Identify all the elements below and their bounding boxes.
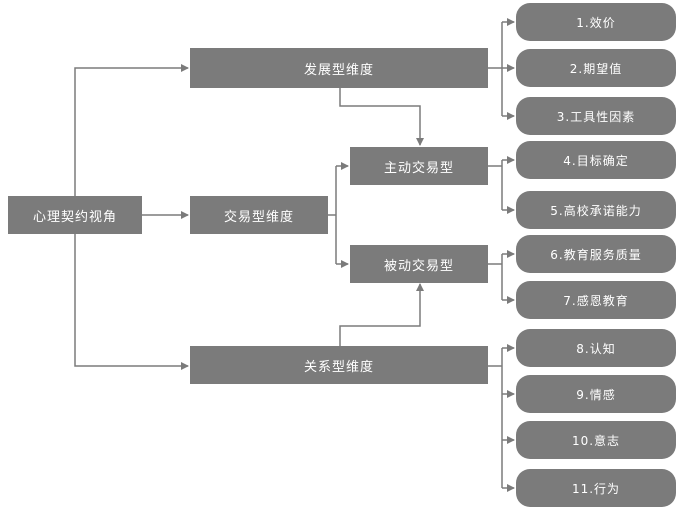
item-cognition: 8.认知 — [516, 329, 676, 367]
item-commitment-capability: 5.高校承诺能力 — [516, 191, 676, 229]
item-gratitude-education: 7.感恩教育 — [516, 281, 676, 319]
passive-transaction-node: 被动交易型 — [350, 245, 488, 283]
item-behavior: 11.行为 — [516, 469, 676, 507]
item-instrumentality: 3.工具性因素 — [516, 97, 676, 135]
item-expectancy: 2.期望值 — [516, 49, 676, 87]
root-node: 心理契约视角 — [8, 196, 142, 234]
active-transaction-node: 主动交易型 — [350, 147, 488, 185]
item-service-quality: 6.教育服务质量 — [516, 235, 676, 273]
item-valence: 1.效价 — [516, 3, 676, 41]
item-emotion: 9.情感 — [516, 375, 676, 413]
development-dimension-node: 发展型维度 — [190, 48, 488, 88]
item-will: 10.意志 — [516, 421, 676, 459]
item-goal-setting: 4.目标确定 — [516, 141, 676, 179]
transaction-dimension-node: 交易型维度 — [190, 196, 328, 234]
relation-dimension-node: 关系型维度 — [190, 346, 488, 384]
